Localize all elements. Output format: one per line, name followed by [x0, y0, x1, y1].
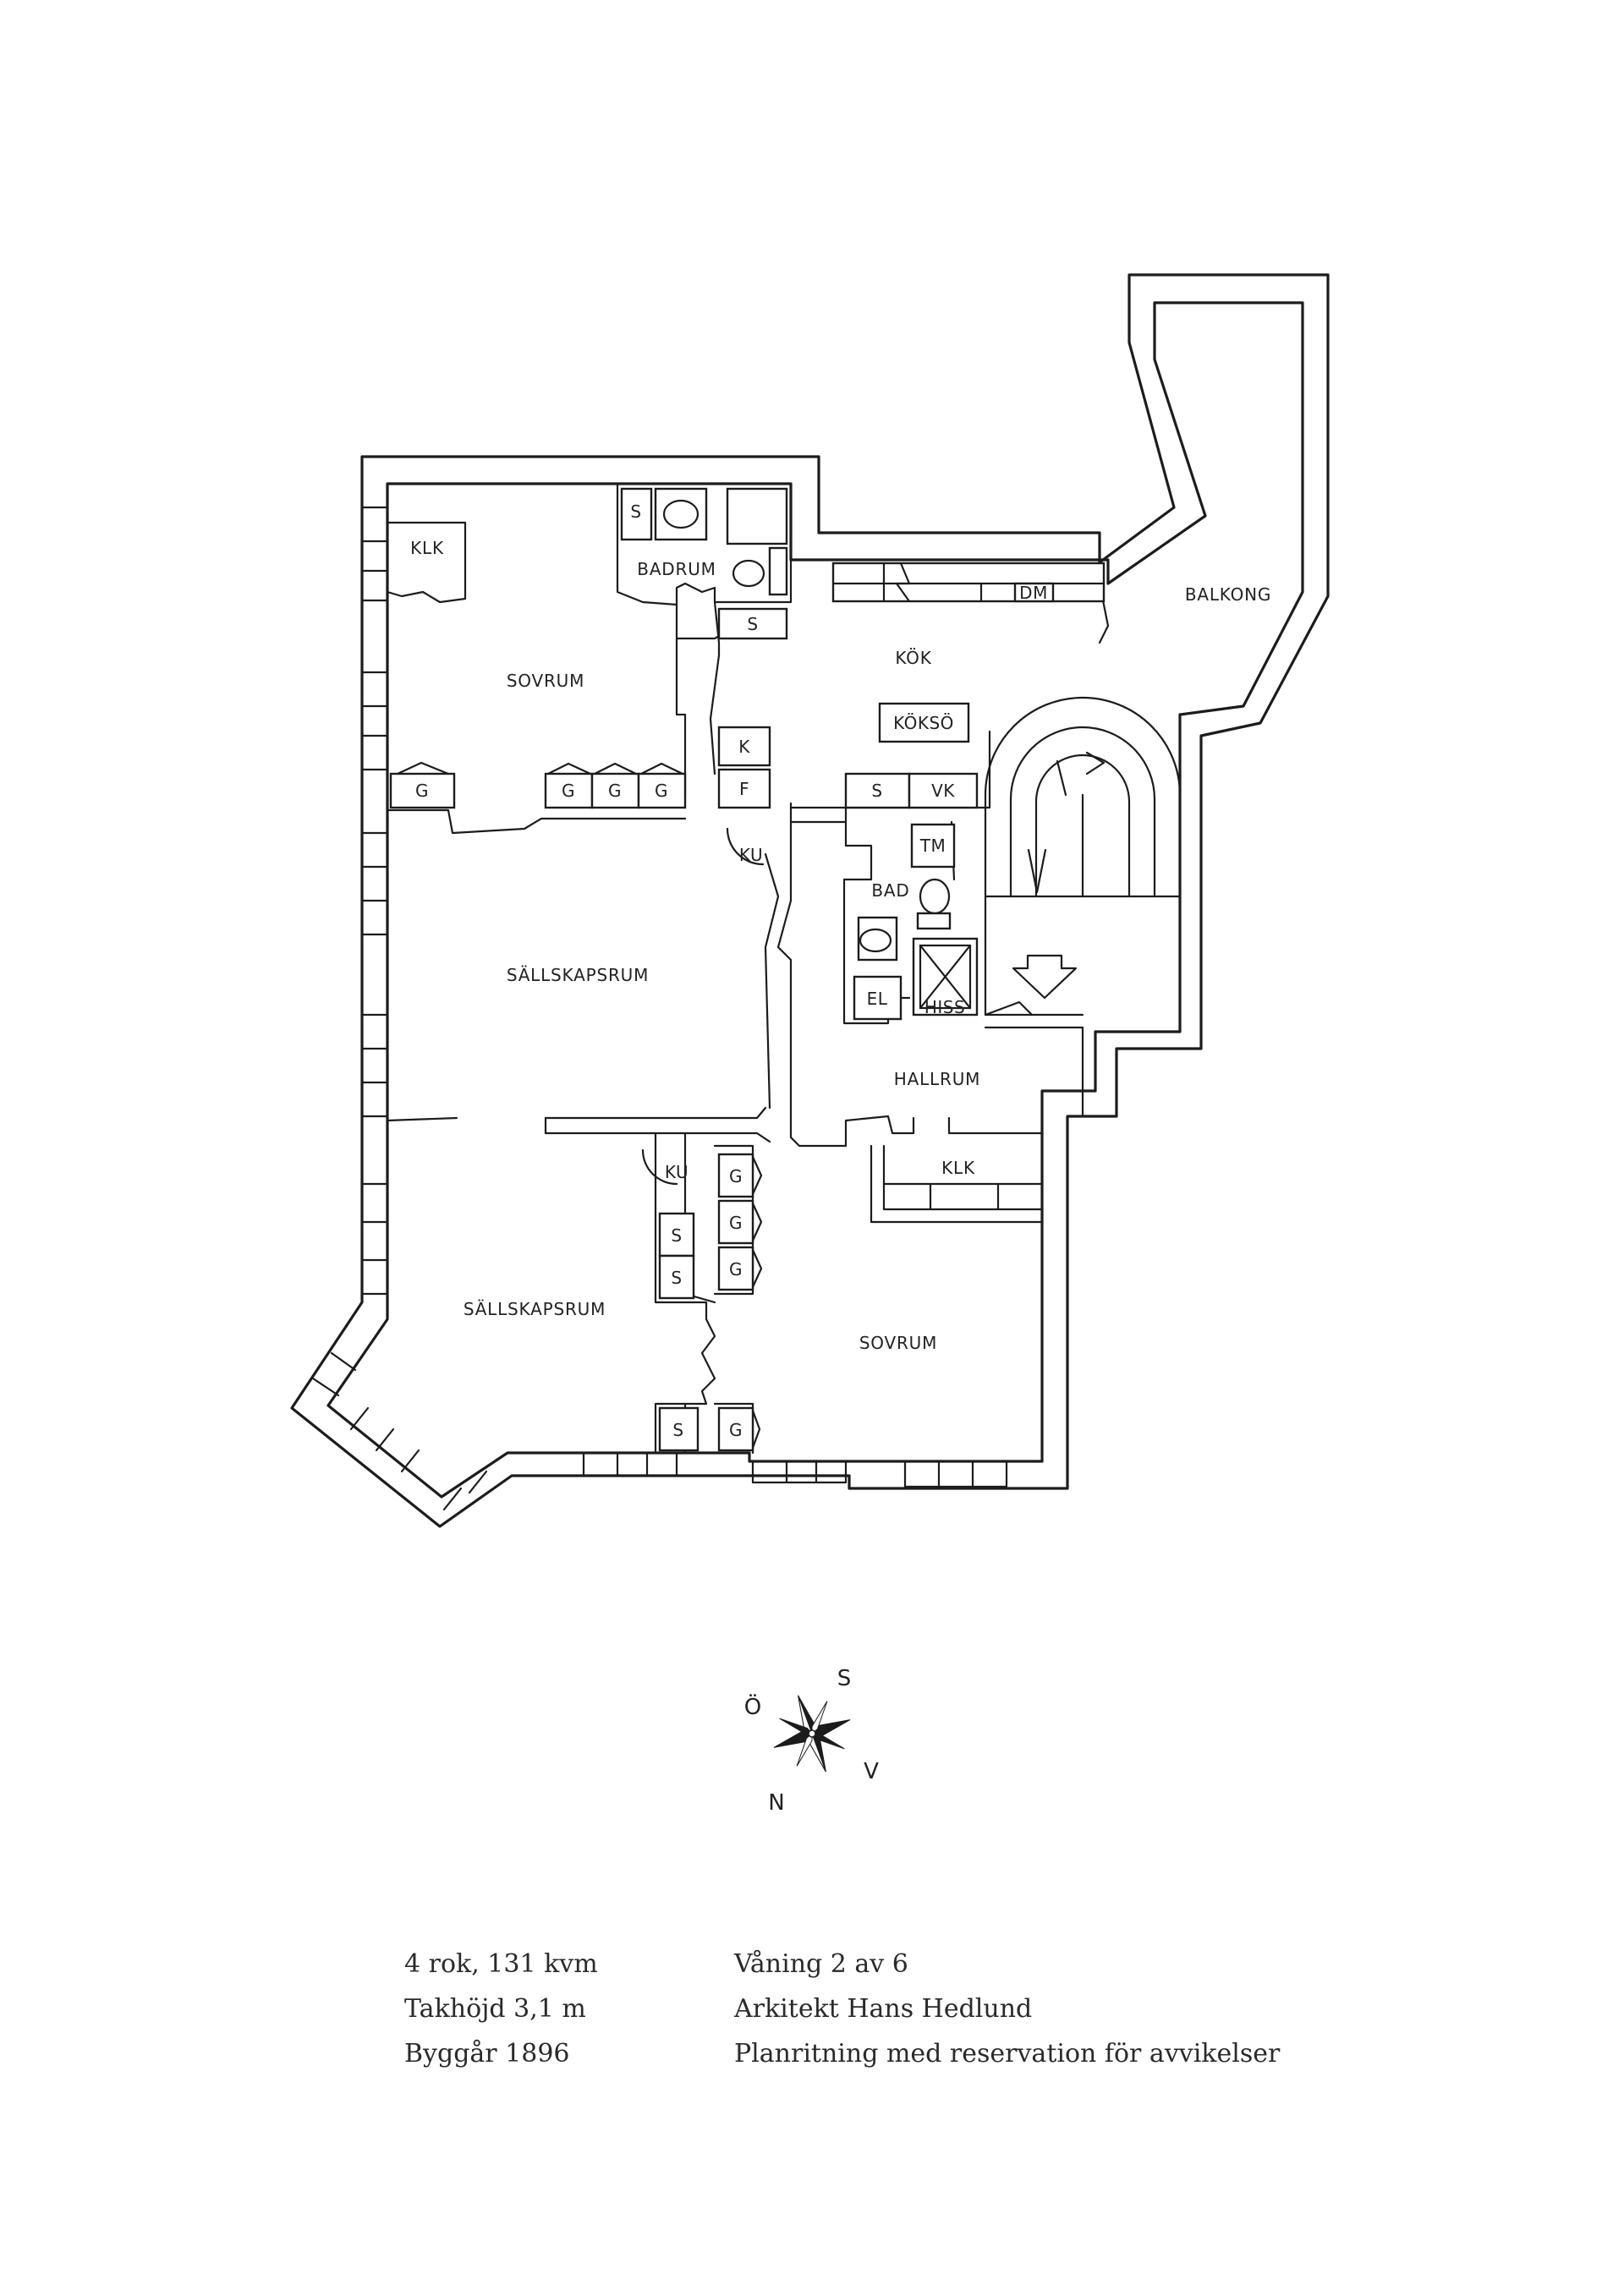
compass-rose: S Ö V N: [744, 1666, 879, 1816]
fixture-s-kok: S: [747, 614, 758, 634]
room-labels: KLK BADRUM SOVRUM KÖK BALKONG SÄLLSKAPSR…: [410, 538, 1271, 1353]
fixture-hiss: HISS: [924, 997, 965, 1017]
fixture-g-5: G: [729, 1166, 743, 1186]
room-klk-top: KLK: [410, 538, 444, 558]
room-sovrum-top: SOVRUM: [507, 671, 584, 691]
room-hallrum: HALLRUM: [894, 1069, 980, 1089]
fixture-s-2: S: [671, 1225, 682, 1246]
fixture-s-badrum: S: [630, 501, 641, 522]
room-sallskapsrum-1: SÄLLSKAPSRUM: [507, 965, 649, 985]
fixture-s-3: S: [671, 1268, 682, 1288]
fixture-tm: TM: [919, 836, 946, 856]
kitchen-counter: [831, 562, 1106, 603]
compass-icon: [773, 1695, 851, 1773]
fixture-k: K: [738, 737, 750, 757]
compass-north: N: [768, 1790, 784, 1816]
windows-bottom: [582, 1451, 1008, 1488]
compass-s: S: [837, 1666, 852, 1691]
info-ceiling: Takhöjd 3,1 m: [404, 1994, 586, 2024]
fixture-g-1: G: [415, 781, 429, 801]
fixture-g-7: G: [729, 1259, 743, 1280]
fixture-f: F: [739, 779, 749, 799]
fixture-ku-1: KU: [739, 845, 763, 865]
fixture-vk: VK: [931, 781, 955, 801]
fixture-s-kok-2: S: [871, 781, 882, 801]
outer-walls: [290, 273, 1330, 1528]
info-disclaimer: Planritning med reservation för avvikels…: [734, 2039, 1281, 2069]
bad-fixtures: [857, 823, 956, 962]
room-balkong: BALKONG: [1185, 584, 1271, 605]
room-sallskapsrum-2: SÄLLSKAPSRUM: [464, 1299, 606, 1319]
badrum-fixtures: [620, 487, 788, 596]
room-badrum: BADRUM: [637, 559, 716, 579]
info-built: Byggår 1896: [404, 2039, 570, 2069]
compass-west: V: [864, 1759, 879, 1784]
room-kok: KÖK: [895, 648, 931, 668]
windows-bay: [311, 1351, 488, 1511]
room-klk-bottom: KLK: [941, 1158, 975, 1178]
room-bad: BAD: [871, 880, 909, 901]
info-architect: Arkitekt Hans Hedlund: [734, 1994, 1033, 2024]
kitchen-island: KÖKSÖ: [893, 713, 954, 733]
info-right: Våning 2 av 6 Arkitekt Hans Hedlund Plan…: [734, 1942, 1280, 2076]
info-left: 4 rok, 131 kvm Takhöjd 3,1 m Byggår 1896: [404, 1942, 598, 2076]
fixture-g-4: G: [655, 781, 668, 801]
info-size: 4 rok, 131 kvm: [404, 1949, 598, 1979]
stairwell: [984, 696, 1182, 1033]
compass-east: Ö: [744, 1693, 761, 1720]
elevator: [912, 937, 979, 1016]
room-sovrum-bottom: SOVRUM: [859, 1333, 937, 1353]
windows-left: [360, 506, 389, 1296]
fixture-g-6: G: [729, 1213, 743, 1233]
fixtures: S S DM K F S VK KÖKSÖ TM EL HISS G G: [389, 501, 1048, 1452]
fixture-g-8: G: [729, 1420, 743, 1440]
door-arcs: [641, 827, 765, 1186]
fixture-s-4: S: [672, 1420, 683, 1440]
fixture-ku-2: KU: [665, 1162, 689, 1182]
info-floor: Våning 2 av 6: [734, 1949, 908, 1979]
fixture-el: EL: [867, 989, 888, 1009]
fixture-g-3: G: [608, 781, 622, 801]
fixture-dm: DM: [1019, 583, 1048, 603]
fixture-g-2: G: [562, 781, 575, 801]
